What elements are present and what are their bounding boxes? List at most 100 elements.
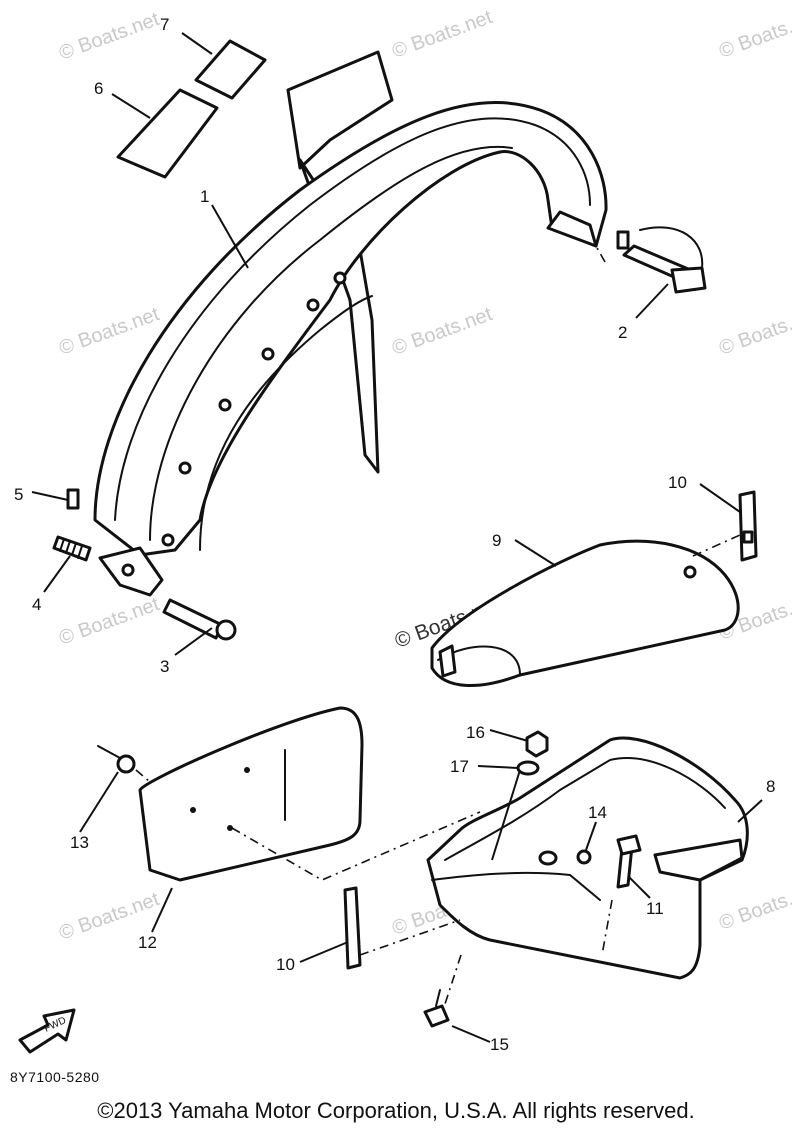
bolt-11-head — [616, 834, 642, 856]
latch-hook — [670, 266, 707, 294]
callout-14: 14 — [588, 803, 607, 822]
leader-line — [737, 799, 763, 823]
callout-13: 13 — [70, 833, 89, 852]
watermark: © Boats.net — [389, 6, 495, 63]
rivet — [218, 398, 232, 412]
fender-arch-inner — [199, 295, 373, 551]
assembly-line — [595, 245, 606, 263]
screw-13-shaft — [97, 745, 121, 759]
leader-line — [585, 821, 597, 851]
assembly-line — [601, 899, 613, 956]
clip-10-lower — [343, 886, 362, 970]
callout-12: 12 — [138, 933, 157, 952]
panel-hole — [244, 767, 250, 773]
latch-wire — [639, 226, 704, 269]
washer-17 — [516, 760, 540, 776]
assembly-line — [444, 954, 462, 1005]
watermark: © Boats.net — [56, 8, 162, 65]
leader-line — [299, 941, 349, 963]
leader-line — [514, 539, 557, 567]
assembly-line — [135, 769, 151, 783]
leader-line — [181, 32, 213, 55]
leader-line — [477, 765, 519, 769]
screw-13-head — [116, 754, 136, 774]
bolt-15-head — [423, 1004, 450, 1028]
lid-part-9 — [430, 539, 740, 687]
assembly-line — [692, 534, 741, 557]
clip-slot — [742, 530, 754, 544]
fender-rib-outer — [114, 117, 591, 521]
callout-1: 1 — [200, 187, 209, 206]
callout-16: 16 — [466, 723, 485, 742]
fender-back-panel — [286, 50, 394, 170]
leader-line — [491, 769, 521, 861]
watermark: © Boats.net — [389, 303, 495, 360]
leader-line — [451, 1025, 491, 1043]
leader-line — [79, 771, 119, 833]
leader-line — [635, 283, 669, 319]
watermark: © Boats.net — [56, 593, 162, 650]
panel-shell — [138, 706, 364, 882]
fwd-arrow-shape — [18, 1008, 76, 1054]
leader-line — [31, 491, 69, 501]
panel-part-12 — [138, 706, 364, 882]
rivet — [333, 271, 347, 285]
spring-4 — [52, 535, 92, 562]
lid-pin — [683, 565, 697, 579]
fender-cover — [93, 50, 608, 597]
lid-tab — [438, 644, 457, 678]
pin-3 — [162, 598, 224, 640]
leader-line — [489, 729, 529, 742]
leader-line — [174, 627, 213, 656]
watermark: © Boats.net — [716, 6, 792, 63]
screw-5 — [66, 488, 80, 510]
assembly-line — [231, 811, 481, 881]
tray-part-8 — [426, 736, 749, 980]
watermark: © Boats.net — [716, 303, 792, 360]
spring-coils — [59, 538, 83, 559]
callout-6: 6 — [94, 79, 103, 98]
decal-7 — [194, 39, 267, 100]
callout-2: 2 — [618, 323, 627, 342]
callout-8: 8 — [766, 777, 775, 796]
fender-latch-bracket — [546, 210, 598, 248]
bolt-15-shaft — [435, 989, 441, 1007]
lid-shell — [430, 539, 740, 687]
callout-15: 15 — [490, 1035, 509, 1054]
clip-10-upper — [738, 490, 758, 562]
leader-line — [211, 204, 249, 269]
leader-line — [627, 875, 651, 899]
leader-line — [111, 93, 151, 119]
decal-6 — [116, 88, 219, 179]
callout-17: 17 — [450, 757, 469, 776]
rivet — [306, 298, 320, 312]
leader-line — [699, 483, 741, 513]
leader-line — [151, 887, 173, 933]
tray-hole — [538, 850, 558, 866]
leader-line — [43, 555, 71, 593]
parts-diagram: © Boats.net © Boats.net © Boats.net © Bo… — [10, 6, 792, 1085]
drawing-code: 8Y7100-5280 — [10, 1069, 100, 1085]
tray-lip — [653, 838, 744, 882]
callout-5: 5 — [14, 485, 23, 504]
callout-3: 3 — [160, 657, 169, 676]
watermark: © Boats.net — [716, 878, 792, 935]
rivet — [178, 461, 192, 475]
callout-4: 4 — [32, 595, 41, 614]
nut-16 — [525, 730, 549, 758]
leader-lines — [31, 32, 763, 1043]
latch-part-2 — [616, 226, 707, 294]
rivet — [161, 533, 175, 547]
watermark: © Boats.net — [56, 303, 162, 360]
panel-hole — [227, 825, 233, 831]
assembly-line — [359, 919, 461, 956]
callout-11: 11 — [646, 899, 664, 918]
tray-rim-lower — [431, 871, 601, 901]
callout-10-lower: 10 — [276, 955, 295, 974]
fender-shell — [93, 101, 608, 557]
callout-7: 7 — [160, 15, 169, 34]
fender-rib-inner — [149, 145, 513, 541]
tray-boss-14 — [576, 849, 592, 865]
rivet — [261, 347, 275, 361]
fwd-arrow-icon: FWD — [18, 1008, 76, 1054]
